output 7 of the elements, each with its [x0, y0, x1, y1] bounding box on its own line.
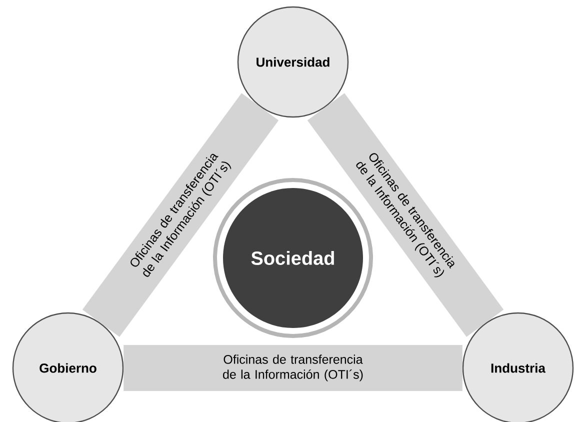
connector-band: [82, 93, 279, 337]
connector-band: [124, 344, 462, 391]
edge-label: Oficinas de transferencia de la Información (OTI´s): [212, 354, 374, 382]
circle-node: Industria: [462, 312, 574, 422]
connector-band: [307, 93, 504, 337]
circle-node: Gobierno: [12, 312, 124, 422]
circle-node: Universidad: [237, 6, 349, 118]
